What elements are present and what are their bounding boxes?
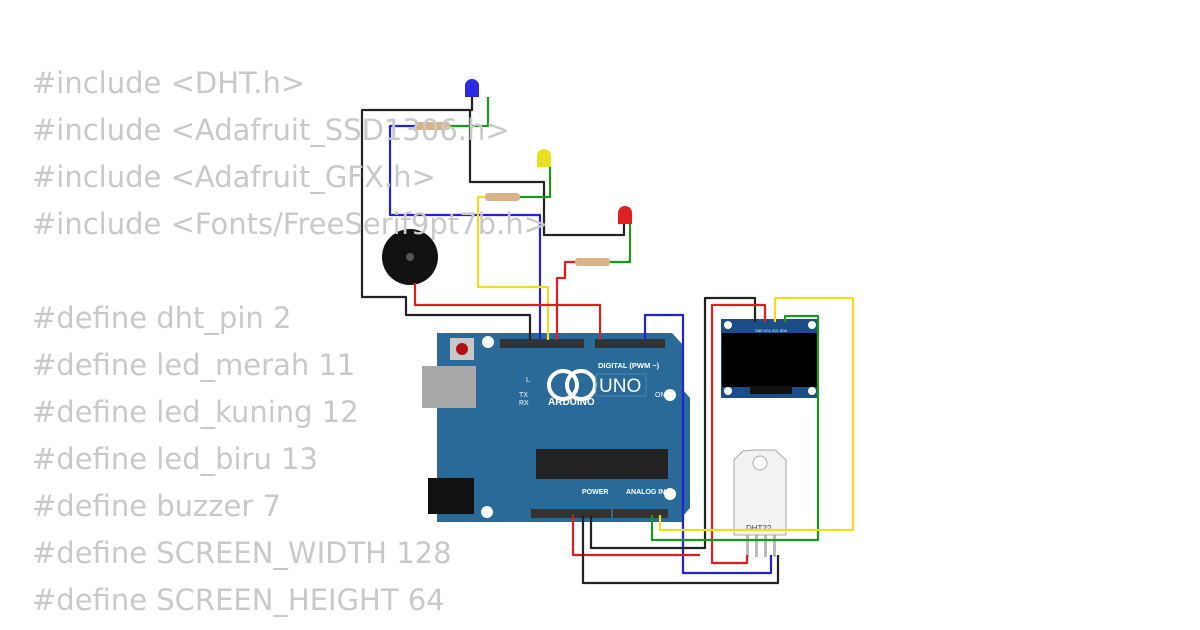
code-overlay: #include <DHT.h> #include <Adafruit_SSD13… [32,60,548,624]
code-line: #define buzzer 7 [32,489,281,523]
reset-button [456,343,468,355]
code-line: #define led_kuning 12 [32,395,359,429]
arduino-uno-board[interactable]: DIGITAL (PWM ~) UNO ARDUINO L TX RX ON P… [422,333,690,522]
usb-port [422,366,476,408]
code-line: #include <Adafruit_GFX.h> [32,160,436,194]
arduino-brand: ARDUINO [548,397,595,408]
resistor-red[interactable] [575,258,610,266]
resistor-blue[interactable] [415,122,450,130]
dht22-sensor[interactable]: DHT22 [733,449,787,557]
oled-display-ssd1306[interactable]: GND VCC SCL SDA [721,319,818,398]
atmega-chip [536,449,668,479]
uno-logo: UNO [599,376,641,397]
rx-label: RX [519,400,529,407]
led-yellow[interactable] [537,149,551,167]
power-jack [428,478,474,514]
led-blue[interactable] [465,79,479,97]
led-l-label: L [526,377,530,384]
led-red[interactable] [618,206,632,224]
resistor-yellow[interactable] [485,193,520,201]
code-line: #define dht_pin 2 [32,301,292,335]
oled-pin-labels: GND VCC SCL SDA [755,329,788,333]
code-line: #define SCREEN_WIDTH 128 [32,536,452,570]
analog-label: ANALOG IN [626,489,665,496]
wires [360,97,855,585]
digital-label: DIGITAL (PWM ~) [598,361,660,370]
buzzer[interactable] [382,229,438,285]
tx-label: TX [519,392,528,399]
code-line: #include <Adafruit_SSD1306.h> [32,113,510,147]
on-label: ON [655,392,666,399]
power-label: POWER [582,489,608,496]
code-line: #define led_merah 11 [32,348,356,382]
dht22-label: DHT22 [746,524,772,533]
code-line: #include <Fonts/FreeSerif9pt7b.h> [32,207,548,241]
code-line: #define SCREEN_HEIGHT 64 [32,583,445,617]
code-line [32,248,548,295]
code-line: #define led_biru 13 [32,442,318,476]
code-line: #include <DHT.h> [32,66,306,100]
